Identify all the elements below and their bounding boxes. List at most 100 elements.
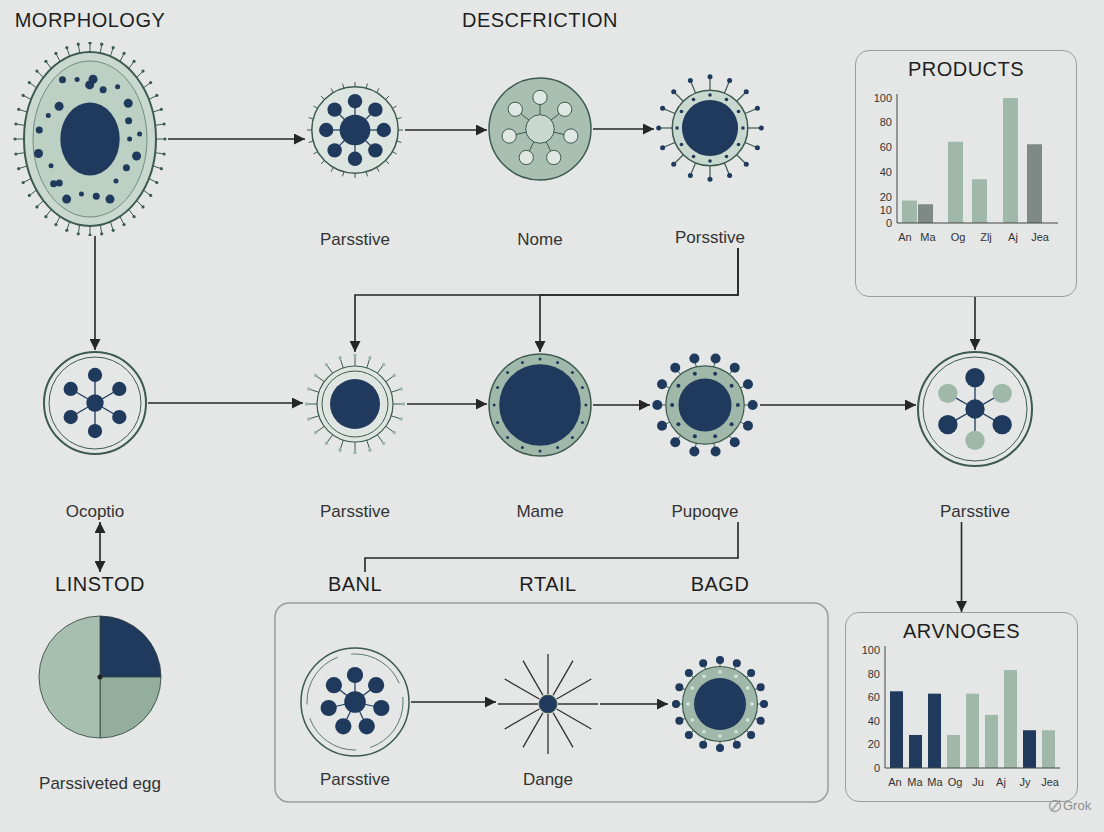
cell-part: [335, 718, 351, 734]
node-label: Parsstive: [320, 770, 390, 790]
cell-part: [44, 352, 146, 454]
cell-part: [672, 700, 680, 708]
node-label: Nome: [517, 230, 562, 250]
cell-part: [685, 731, 693, 739]
cell-part: [747, 731, 755, 739]
cell-part: [666, 366, 744, 444]
cell-part: [149, 81, 152, 84]
cell-part: [160, 167, 163, 170]
cell-node: Pupoqve: [650, 350, 760, 522]
cell-part: [716, 744, 724, 752]
cell-illustration: [487, 352, 593, 458]
cell-part: [64, 410, 78, 424]
cell-part: [688, 173, 693, 178]
cell-part: [581, 386, 584, 389]
cell-part: [141, 70, 144, 73]
bar: [928, 694, 941, 768]
cell-line: [340, 440, 343, 450]
bar: [985, 715, 998, 768]
bar: [918, 204, 933, 223]
cell-line: [377, 366, 383, 374]
cell-part: [325, 441, 329, 445]
cell-part: [737, 110, 741, 114]
cell-part: [348, 94, 362, 108]
cell-part: [581, 421, 584, 424]
cell-line: [310, 416, 320, 419]
cell-part: [670, 403, 674, 407]
chart-panel: PRODUCTS: [855, 50, 1077, 297]
flow-arrow: [411, 701, 496, 703]
cell-membrane: [24, 52, 156, 226]
cell-illustration: [487, 76, 593, 182]
heading-text: LINSTOD: [55, 572, 145, 596]
cell-node: BAGD: [668, 572, 772, 756]
cell-part: [149, 194, 152, 197]
cell-figure: [489, 354, 591, 456]
cell-part: [326, 677, 342, 693]
cell-part: [392, 431, 396, 435]
group-panel: [275, 603, 828, 802]
cell-line: [308, 404, 318, 405]
cell-part: [100, 232, 103, 235]
cell-line: [355, 442, 356, 452]
cell-part: [499, 364, 581, 446]
cell-part: [521, 361, 524, 364]
cell-part: [35, 70, 38, 73]
pie-slice: [100, 616, 161, 677]
cell-node: MORPHOLOGY: [12, 8, 168, 236]
cell-part: [750, 702, 754, 706]
cell-part: [992, 384, 1011, 403]
cell-line: [310, 389, 320, 392]
cell-figure: [672, 656, 768, 752]
node-label: Parssiveted egg: [39, 774, 161, 794]
cell-node: BANLParsstive: [299, 572, 411, 790]
cell-part: [521, 446, 524, 449]
cell-part: [49, 163, 54, 168]
cell-part: [965, 368, 984, 387]
cell-part: [733, 741, 741, 749]
cell-line: [557, 679, 592, 699]
cell-part: [65, 229, 68, 232]
cell-part: [708, 177, 713, 182]
cell-part: [923, 357, 1027, 461]
bar: [909, 735, 922, 768]
cell-part: [744, 162, 749, 167]
cell-part: [558, 102, 572, 116]
axis-tick-label: Jea: [1041, 776, 1059, 789]
node-label: Parsstive: [320, 230, 390, 250]
cell-part: [330, 379, 380, 429]
cell-part: [100, 43, 103, 46]
cell-part: [699, 741, 707, 749]
cell-part: [54, 223, 57, 226]
cell-part: [759, 126, 764, 131]
cell-part: [508, 102, 522, 116]
cell-part: [496, 386, 499, 389]
cell-part: [757, 717, 765, 725]
cell-part: [734, 674, 738, 678]
heading-text: MORPHOLOGY: [15, 8, 166, 32]
axis-tick-label: Og: [948, 776, 963, 789]
pie-slice: [39, 616, 100, 738]
cell-part: [49, 357, 141, 449]
cell-part: [353, 354, 357, 358]
cell-part: [35, 205, 38, 208]
cell-part: [711, 353, 721, 363]
cell-part: [325, 363, 329, 367]
cell-line: [709, 165, 710, 179]
cell-line: [744, 142, 756, 147]
cell-part: [327, 102, 341, 116]
cell-node: Nome: [487, 76, 593, 250]
cell-part: [79, 191, 84, 196]
cell-line: [391, 389, 401, 392]
node-label: Parsstive: [940, 502, 1010, 522]
cell-part: [938, 384, 957, 403]
cell-part: [682, 100, 738, 156]
cell-part: [46, 113, 51, 118]
cell-part: [399, 387, 403, 391]
cell-part: [676, 384, 680, 388]
cell-part: [526, 115, 555, 144]
cell-part: [683, 667, 758, 742]
cell-line: [724, 82, 729, 94]
heading-text: BAGD: [691, 572, 750, 596]
